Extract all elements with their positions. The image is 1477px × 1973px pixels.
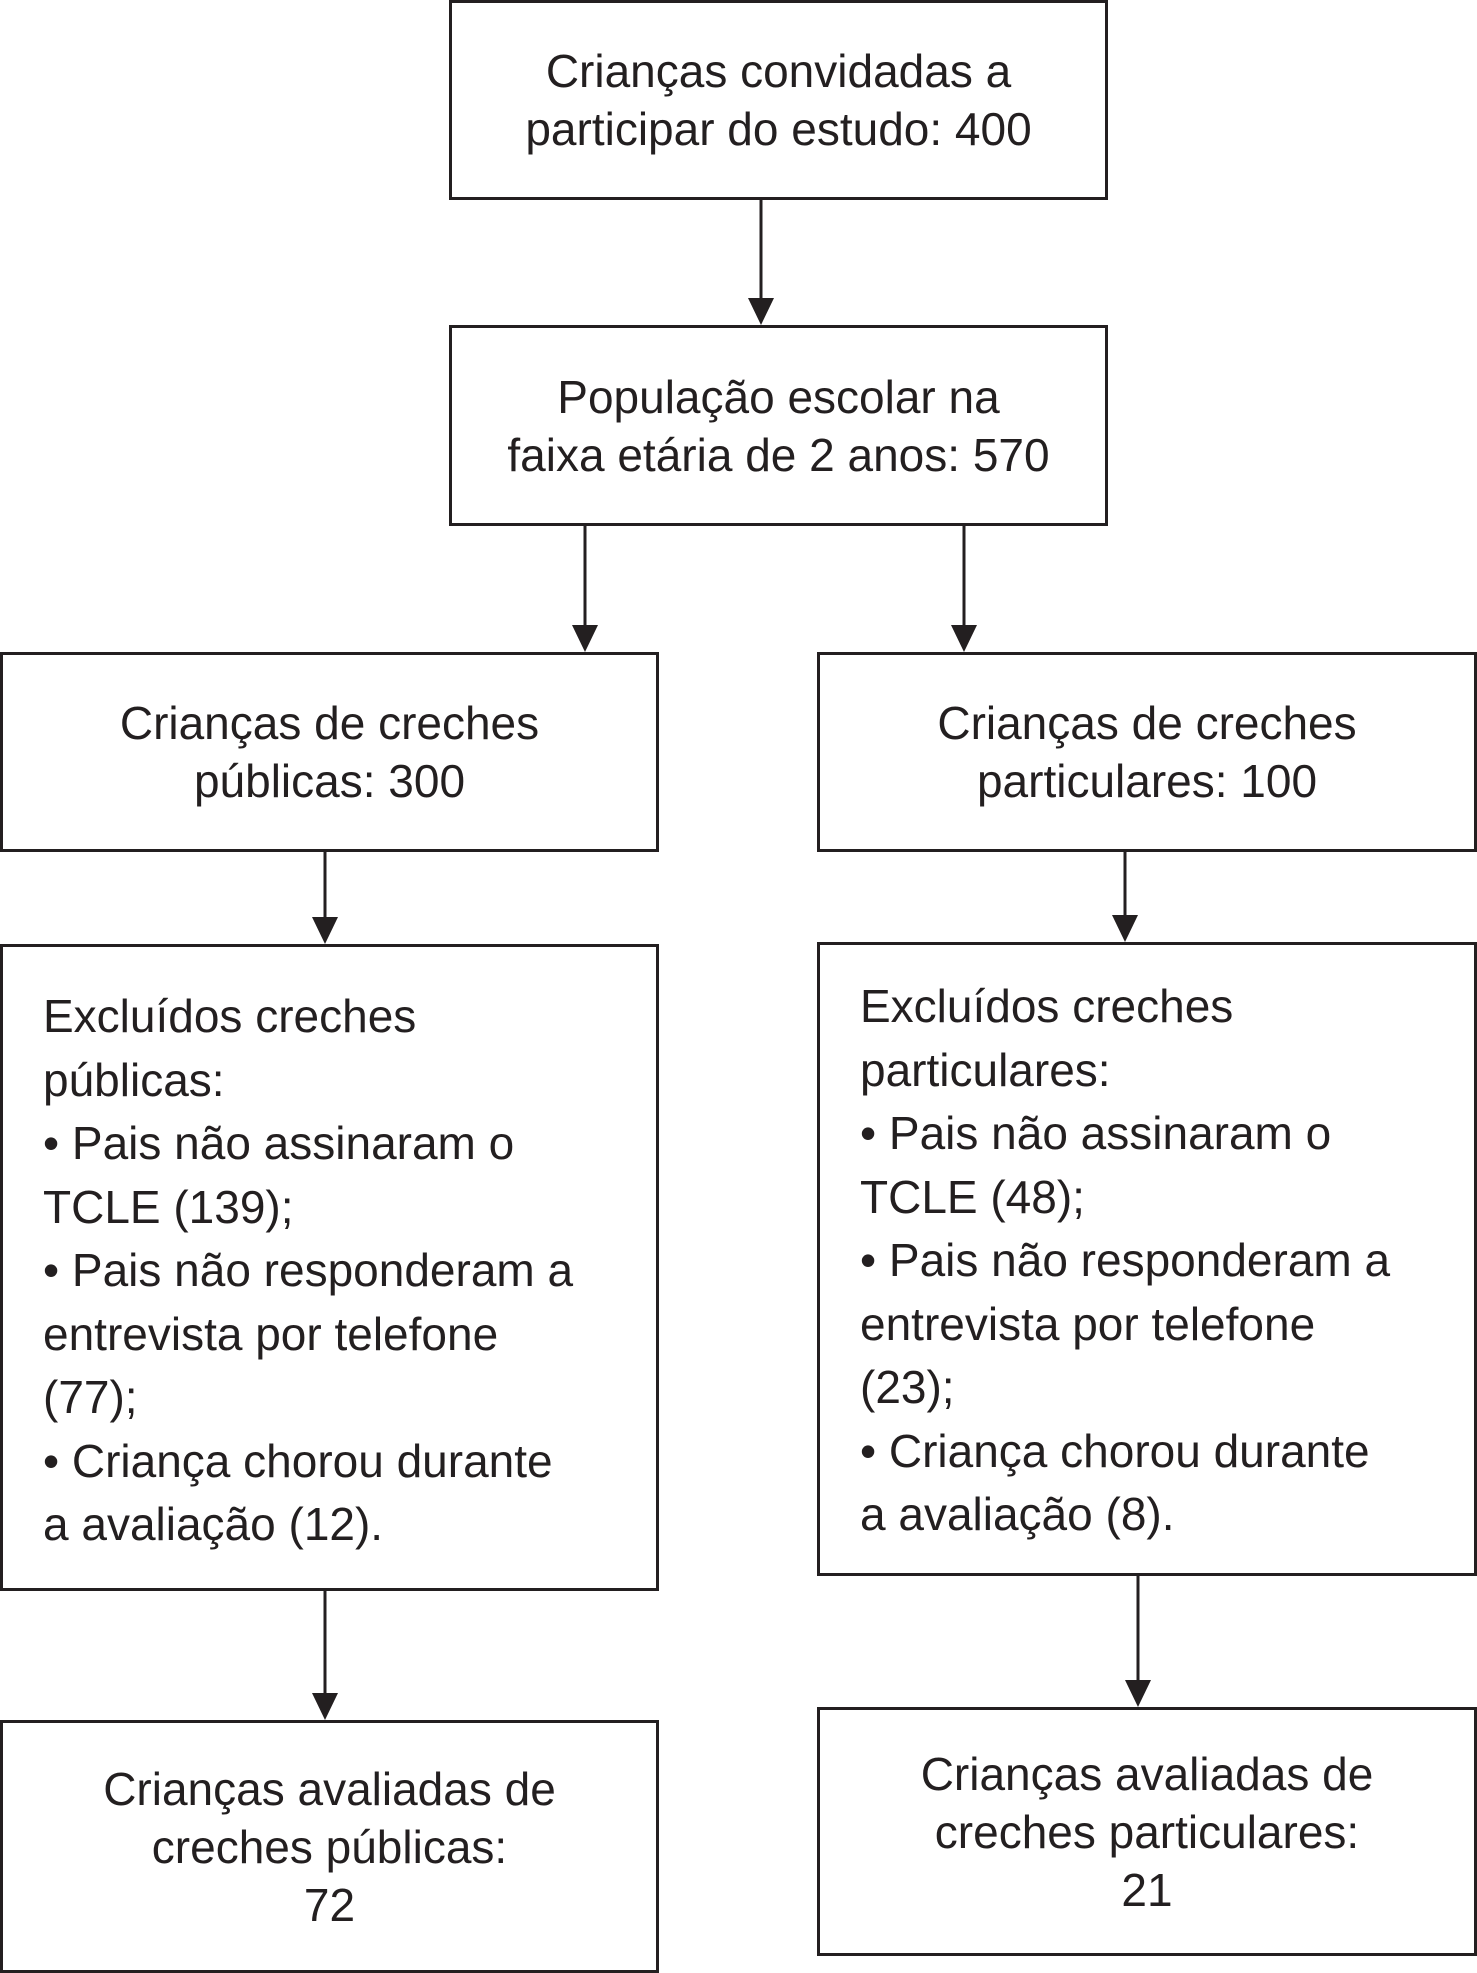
arrowhead-population-to-public <box>572 625 598 652</box>
box-line: públicas: 300 <box>193 755 466 807</box>
exclusion-reason: • Criança chorou durante <box>860 1424 1370 1477</box>
box-line: entrevista por telefone <box>860 1297 1316 1350</box>
box-line: Crianças de creches <box>937 697 1357 749</box>
public-daycare-children-box: Crianças de creches públicas: 300 <box>0 652 659 852</box>
excluded-private-box: Excluídos creches particulares: • Pais n… <box>817 942 1477 1576</box>
exclusion-reason: • Pais não assinaram o <box>860 1107 1332 1159</box>
box-line: População escolar na <box>557 370 1000 423</box>
arrowhead-invited-to-population <box>748 298 774 325</box>
box-line: creches públicas: <box>151 1820 508 1873</box>
box-line: Excluídos creches <box>43 990 417 1042</box>
box-line: (23); <box>860 1361 955 1413</box>
box-line: Crianças de creches <box>119 697 540 749</box>
box-line: a avaliação (12). <box>43 1498 384 1550</box>
box-line: Crianças avaliadas de <box>920 1747 1374 1800</box>
box-line: entrevista por telefone <box>43 1307 499 1360</box>
box-line: particulares: 100 <box>976 755 1318 807</box>
arrowhead-public-to-excluded-public <box>312 917 338 944</box>
box-line: públicas: <box>43 1053 225 1106</box>
box-line: (77); <box>43 1371 138 1423</box>
arrowhead-excluded-private-to-evaluated-private <box>1125 1680 1151 1707</box>
exclusion-reason: • Pais não responderam a <box>860 1234 1391 1286</box>
invited-children-box: Crianças convidadas a participar do estu… <box>449 0 1108 200</box>
box-line: a avaliação (8). <box>860 1488 1175 1540</box>
exclusion-reason: • Pais não assinaram o <box>43 1117 515 1169</box>
exclusion-reason: • Criança chorou durante <box>43 1434 553 1487</box>
arrowhead-population-to-private <box>951 625 977 652</box>
evaluated-count: 21 <box>1121 1863 1173 1916</box>
box-line: creches particulares: <box>934 1805 1360 1858</box>
evaluated-count: 72 <box>303 1878 356 1931</box>
school-population-box: População escolar na faixa etária de 2 a… <box>449 325 1108 526</box>
private-daycare-children-box: Crianças de creches particulares: 100 <box>817 652 1477 852</box>
excluded-public-box: Excluídos creches públicas: • Pais não a… <box>0 944 659 1591</box>
box-line: participar do estudo: 400 <box>525 103 1032 155</box>
box-line: TCLE (139); <box>43 1180 294 1233</box>
box-line: particulares: <box>860 1043 1111 1096</box>
box-line: faixa etária de 2 anos: 570 <box>507 428 1050 481</box>
box-line: Crianças avaliadas de <box>103 1762 556 1815</box>
box-line: TCLE (48); <box>860 1170 1085 1223</box>
arrowhead-private-to-excluded-private <box>1112 915 1138 942</box>
evaluated-private-box: Crianças avaliadas de creches particular… <box>817 1707 1477 1956</box>
evaluated-public-box: Crianças avaliadas de creches públicas: … <box>0 1720 659 1973</box>
box-line: Crianças convidadas a <box>545 45 1012 97</box>
arrowhead-excluded-public-to-evaluated-public <box>312 1693 338 1720</box>
exclusion-reason: • Pais não responderam a <box>43 1244 574 1296</box>
box-line: Excluídos creches <box>860 980 1234 1032</box>
